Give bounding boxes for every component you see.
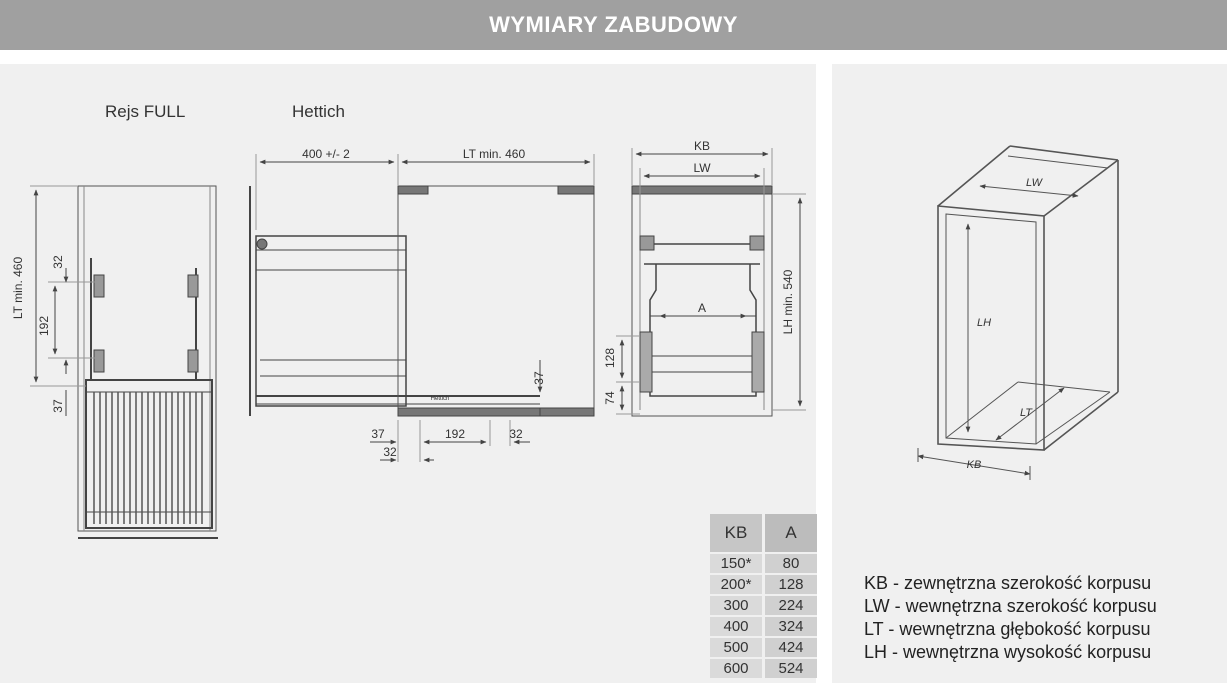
hettich-400-label: 400 +/- 2 <box>302 147 350 161</box>
table-row: 600 524 <box>710 657 817 678</box>
table-cell: 200* <box>710 573 762 595</box>
isometric-dimension-lines <box>917 184 1079 480</box>
table-cell: 324 <box>765 615 817 637</box>
front-74-label: 74 <box>603 391 617 405</box>
table-cell: 500 <box>710 636 762 658</box>
hettich-37-side-label: 37 <box>532 371 546 385</box>
table-row: 150* 80 <box>710 552 817 574</box>
header-bar: WYMIARY ZABUDOWY <box>0 0 1227 50</box>
table-row: 400 324 <box>710 615 817 637</box>
hettich-b32-label: 32 <box>509 427 523 441</box>
hettich-b37-label: 37 <box>371 427 385 441</box>
isometric-cabinet <box>937 145 1119 451</box>
front-kb-label: KB <box>694 139 710 153</box>
front-lh-label: LH min. 540 <box>781 269 795 334</box>
hettich-brand-mark: Hettich <box>431 396 450 402</box>
front-dimension-lines <box>616 148 806 415</box>
table-row: 300 224 <box>710 594 817 616</box>
cabinet-panel <box>832 64 1227 683</box>
legend-item-lh: LH - wewnętrzna wysokość korpusu <box>864 642 1152 662</box>
iso-lt-label: LT <box>1020 407 1033 419</box>
rejs-lt-label: LT min. 460 <box>11 257 25 320</box>
page-title: WYMIARY ZABUDOWY <box>489 12 738 37</box>
table-cell: 424 <box>765 636 817 658</box>
legend-item-kb: KB - zewnętrzna szerokość korpusu <box>864 573 1152 593</box>
dimension-table: KB A 150* 80 200* 128 300 224 400 324 50… <box>710 514 817 678</box>
rejs-192-label: 192 <box>37 316 51 336</box>
legend-item-lt: LT - wewnętrzna głębokość korpusu <box>864 619 1151 639</box>
table-cell: 128 <box>765 573 817 595</box>
table-row: 200* 128 <box>710 573 817 595</box>
table-row: 500 424 <box>710 636 817 658</box>
table-cell: 524 <box>765 657 817 678</box>
table-header-kb: KB <box>710 514 762 553</box>
table-cell: 400 <box>710 615 762 637</box>
legend-item-lw: LW - wewnętrzna szerokość korpusu <box>864 596 1157 616</box>
iso-lw-label: LW <box>1026 177 1044 189</box>
rejs-label: Rejs FULL <box>105 102 186 121</box>
front-view <box>631 185 773 417</box>
front-128-label: 128 <box>603 348 617 368</box>
iso-lh-label: LH <box>977 317 991 329</box>
table-header-row: KB A <box>710 514 817 553</box>
dimension-legend: KB - zewnętrzna szerokość korpusu LW - w… <box>864 572 1157 664</box>
hettich-b32-lower-label: 32 <box>383 445 397 459</box>
rejs-basket-bars <box>93 392 203 524</box>
front-lw-label: LW <box>693 161 711 175</box>
hettich-label: Hettich <box>292 102 345 121</box>
hettich-side-view <box>249 185 595 417</box>
table-cell: 224 <box>765 594 817 616</box>
front-a-label: A <box>698 301 706 315</box>
table-cell: 150* <box>710 552 762 574</box>
table-cell: 600 <box>710 657 762 678</box>
rejs-32-label: 32 <box>51 255 65 269</box>
rejs-37-label: 37 <box>51 399 65 413</box>
iso-kb-label: KB <box>967 459 982 471</box>
table-cell: 80 <box>765 552 817 574</box>
table-cell: 300 <box>710 594 762 616</box>
drawings-panel <box>0 64 816 683</box>
hettich-b192-label: 192 <box>445 427 465 441</box>
rejs-side-view <box>77 185 218 539</box>
hettich-lt-label: LT min. 460 <box>463 147 526 161</box>
hettich-dimension-lines <box>255 154 595 463</box>
rejs-dimension-lines <box>30 185 96 416</box>
table-header-a: A <box>765 514 817 553</box>
